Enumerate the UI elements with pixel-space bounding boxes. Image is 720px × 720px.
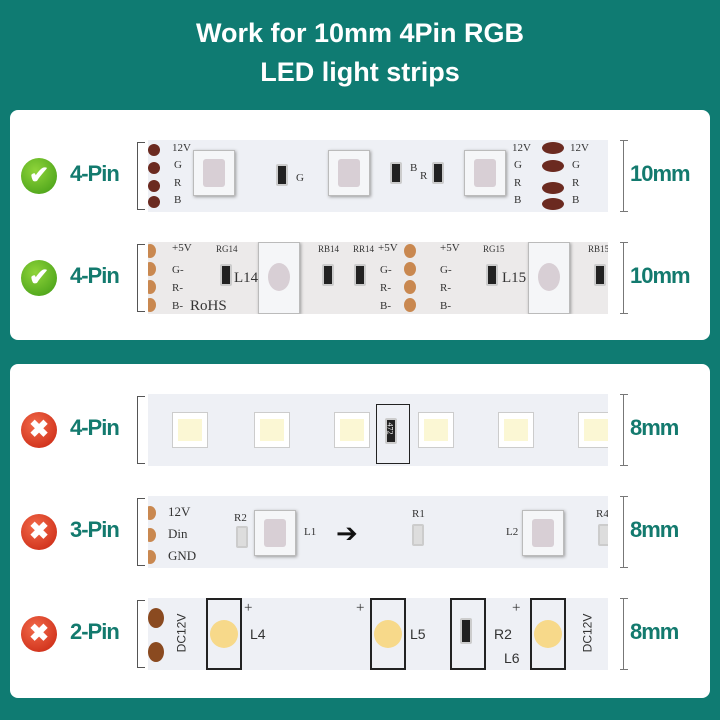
bracket	[137, 396, 145, 464]
single-color-strip-image: 472	[148, 394, 608, 466]
width-measure	[620, 394, 628, 466]
pin-label: 4-Pin	[70, 415, 120, 440]
row-2pin-8mm: ✖ 2-Pin DC12V + L4 + L5 R2 + L6 DC12V 8m…	[0, 594, 720, 674]
width-label: 8mm	[630, 619, 679, 644]
row-3pin-8mm: ✖ 3-Pin 12V Din GND R2 L1 ➔ R1 L2 R4 8mm	[0, 492, 720, 572]
x-icon: ✖	[21, 514, 57, 550]
width-measure	[620, 496, 628, 568]
bracket	[137, 142, 145, 210]
page-title: Work for 10mm 4Pin RGB LED light strips	[195, 18, 525, 87]
single-color-2pin-strip-image: DC12V + L4 + L5 R2 + L6 DC12V	[148, 598, 608, 670]
width-label: 8mm	[630, 517, 679, 542]
pin-label: 4-Pin	[70, 263, 120, 288]
pin-label: 2-Pin	[70, 619, 120, 644]
rgb-strip-image: 12V G R B G B R 12V G R B 12V G R B	[148, 140, 608, 212]
bracket	[137, 244, 145, 312]
width-label: 10mm	[630, 263, 691, 288]
pin-label: 4-Pin	[70, 161, 120, 186]
row-4pin-10mm-b: ✔ 4-Pin +5V G- R- B- RoHS RG14 L14 RB14 …	[0, 238, 720, 318]
width-measure	[620, 242, 628, 314]
bracket	[137, 600, 145, 668]
width-label: 10mm	[630, 161, 691, 186]
addressable-strip-image: 12V Din GND R2 L1 ➔ R1 L2 R4	[148, 496, 608, 568]
width-measure	[620, 140, 628, 212]
row-4pin-8mm: ✖ 4-Pin 472 8mm	[0, 390, 720, 470]
width-label: 8mm	[630, 415, 679, 440]
check-icon: ✔	[21, 158, 57, 194]
bracket	[137, 498, 145, 566]
check-icon: ✔	[21, 260, 57, 296]
row-4pin-10mm-a: ✔ 4-Pin 12V G R B G B R 12V G R B 12V G …	[0, 136, 720, 216]
width-measure	[620, 598, 628, 670]
rgb-strip-image: +5V G- R- B- RoHS RG14 L14 RB14 RR14 +5V…	[148, 242, 608, 314]
x-icon: ✖	[21, 616, 57, 652]
pin-label: 3-Pin	[70, 517, 120, 542]
x-icon: ✖	[21, 412, 57, 448]
arrow-right-icon: ➔	[336, 518, 358, 548]
